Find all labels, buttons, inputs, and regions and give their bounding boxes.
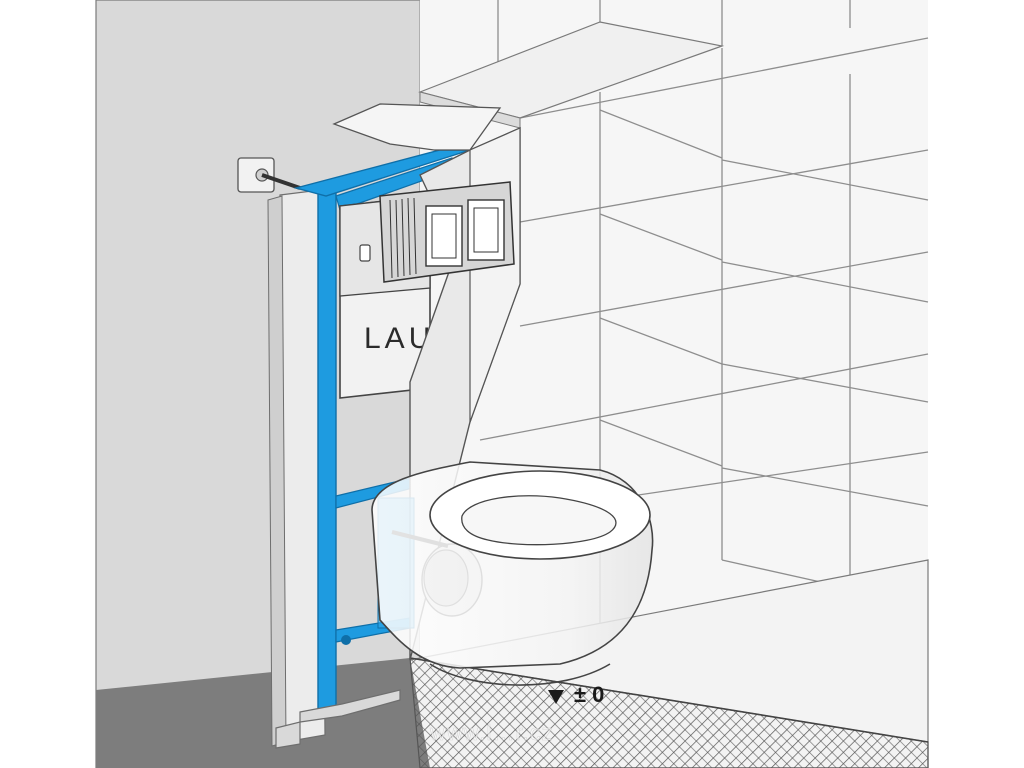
level-label: ± 0 <box>574 682 604 707</box>
water-valve <box>237 157 301 193</box>
watermark-text: www.l…r.cz <box>429 720 554 745</box>
floor <box>96 559 929 768</box>
flush-plate <box>379 181 515 283</box>
floor-level-marker: ± 0 <box>548 682 604 707</box>
side-cladding <box>267 189 326 747</box>
level-triangle <box>548 690 564 704</box>
toilet-bowl <box>371 461 654 686</box>
